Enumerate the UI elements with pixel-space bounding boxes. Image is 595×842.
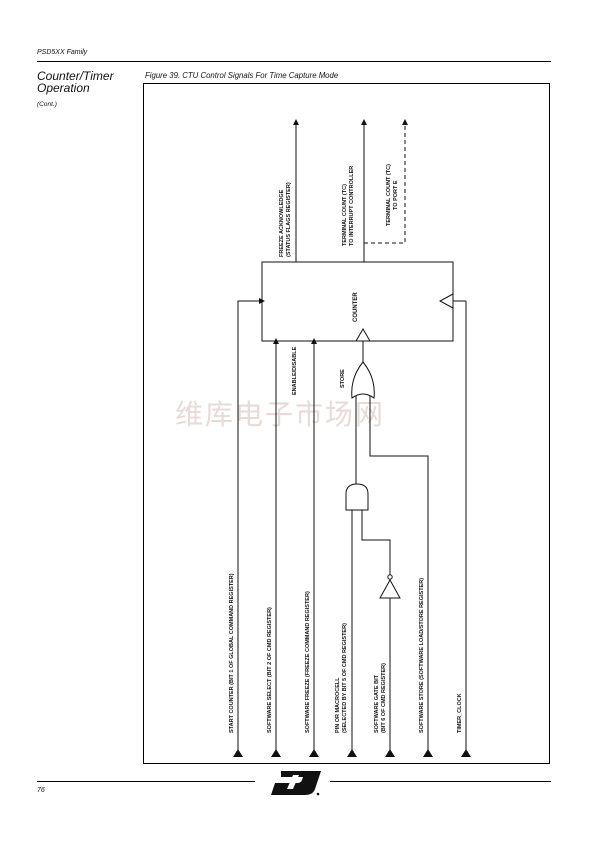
tc-port-label-2: TO PORT E — [393, 180, 399, 210]
tc-port-dashed-line — [364, 119, 408, 244]
software-store-terminal — [423, 749, 433, 757]
or-gate — [351, 361, 375, 399]
page-number: 76 — [37, 787, 45, 794]
software-store-label: SOFTWARE STORE (SOFTWARE LOAD/STORE REGI… — [419, 578, 425, 733]
inverter-gate — [379, 578, 401, 599]
header-rule — [37, 61, 551, 62]
timer-clock-terminal — [461, 749, 471, 757]
clock-input-triangle — [438, 293, 454, 309]
section-title-line1: Counter/Timer — [37, 69, 114, 83]
gate-bit-label-1: SOFTWARE GATE BIT — [374, 674, 380, 733]
tc-interrupt-label-2: TO INTERRUPT CONTROLLER — [349, 166, 355, 246]
gate-to-and-line — [361, 510, 391, 580]
pin-macrocell-terminal — [347, 749, 357, 757]
section-title-line2: Operation — [37, 81, 90, 95]
store-label: STORE — [340, 369, 346, 388]
software-select-label: SOFTWARE SELECT (BIT 2 OF CMD REGISTER) — [267, 607, 273, 733]
pin-macrocell-label-1: PIN OR MACROCELL — [335, 677, 341, 733]
freeze-ack-label-1: FREEZE ACKNOWLEDGE — [279, 189, 285, 257]
enable-disable-label: ENABLE/DISABLE — [292, 346, 298, 395]
gate-bit-label-2: (BIT 6 OF CMD REGISTER) — [381, 663, 387, 733]
store-input-triangle — [355, 328, 371, 342]
timer-clock-label: TIMER_CLOCK — [457, 693, 463, 733]
and-gate — [345, 483, 369, 511]
section-title: Counter/Timer Operation — [37, 70, 137, 94]
st-logo-icon — [271, 771, 321, 796]
software-select-terminal — [271, 749, 281, 757]
figure-frame — [143, 83, 550, 764]
inverter-bubble — [387, 574, 393, 580]
section-subtitle: (Cont.) — [37, 101, 57, 108]
software-freeze-label: SOFTWARE FREEZE (FREEZE COMMAND REGISTER… — [305, 591, 311, 733]
start-counter-line — [237, 298, 265, 757]
start-counter-label: START COUNTER (BIT 1 OF GLOBAL COMMAND R… — [229, 573, 235, 733]
software-store-line — [369, 396, 429, 757]
footer-rule-left — [37, 781, 255, 782]
document-family-header: PSD5XX Family — [37, 49, 88, 56]
tc-interrupt-label-1: TERMINAL COUNT (TC) — [342, 184, 348, 246]
software-freeze-terminal — [309, 749, 319, 757]
figure-caption: Figure 39. CTU Control Signals For Time … — [145, 71, 339, 80]
watermark: 维库电子市场网 — [175, 398, 386, 431]
counter-label: COUNTER — [353, 292, 359, 322]
footer-rule-right — [330, 781, 551, 782]
tc-port-label-1: TERMINAL COUNT (TC) — [386, 164, 392, 226]
pin-macrocell-label-2: (SELECTED BY BIT 5 OF CMD REGISTER) — [342, 623, 348, 733]
gate-bit-terminal — [385, 749, 395, 757]
freeze-ack-label-2: (STATUS FLAGS REGISTER) — [286, 182, 292, 257]
start-counter-terminal — [233, 749, 243, 757]
